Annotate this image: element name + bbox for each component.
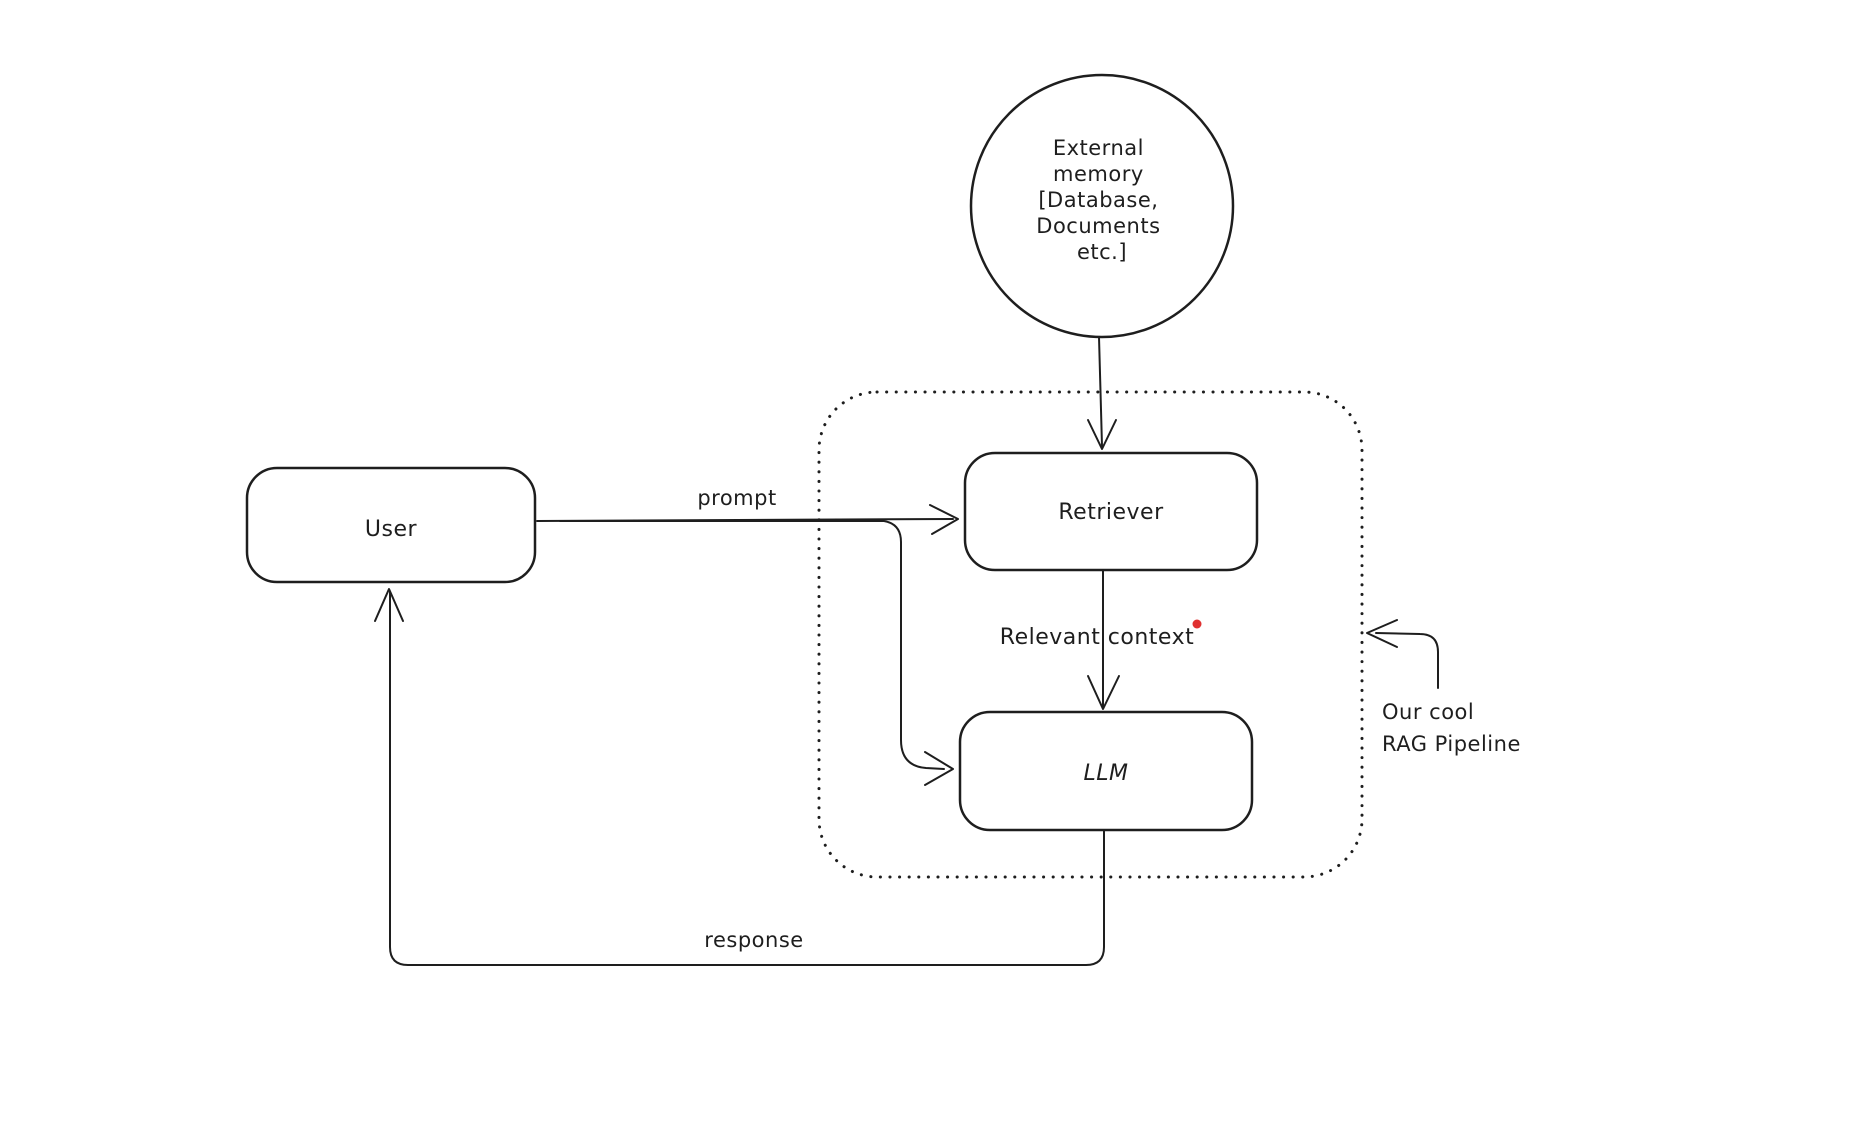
external-memory-line-2: memory xyxy=(1053,162,1144,186)
pipeline-caption: Our cool RAG Pipeline xyxy=(1366,619,1521,756)
user-label: User xyxy=(365,517,418,542)
external-memory-line-5: etc.] xyxy=(1077,240,1127,264)
external-memory-label: External memory [Database, Documents etc… xyxy=(1036,136,1167,264)
user-box xyxy=(245,466,537,584)
response-arrow: response xyxy=(374,588,1105,966)
relevant-context-label: Relevant context xyxy=(1000,625,1194,650)
pipeline-caption-line-1: Our cool xyxy=(1382,700,1474,724)
user-node: User xyxy=(245,466,537,584)
retriever-label: Retriever xyxy=(1058,500,1164,525)
llm-box xyxy=(958,710,1254,832)
external-memory-circle xyxy=(969,73,1235,339)
memory-to-retriever-arrow xyxy=(1087,336,1117,450)
external-memory-node: External memory [Database, Documents etc… xyxy=(969,73,1235,339)
retriever-node: Retriever xyxy=(963,451,1259,572)
external-memory-line-1: External xyxy=(1053,136,1144,160)
relevant-context-arrow: Relevant context xyxy=(1000,569,1202,710)
response-label: response xyxy=(704,928,803,952)
prompt-branch-arrow xyxy=(559,520,954,786)
external-memory-line-3: [Database, xyxy=(1038,188,1158,212)
rag-pipeline-container xyxy=(817,390,1364,879)
pipeline-caption-label: Our cool RAG Pipeline xyxy=(1382,700,1521,756)
external-memory-line-4: Documents xyxy=(1036,214,1160,238)
prompt-label: prompt xyxy=(697,486,776,510)
pipeline-caption-line-2: RAG Pipeline xyxy=(1382,732,1521,756)
retriever-box xyxy=(963,451,1259,572)
red-pointer-dot xyxy=(1192,619,1202,629)
llm-label: LLM xyxy=(1084,761,1129,786)
llm-node: LLM xyxy=(958,710,1254,832)
